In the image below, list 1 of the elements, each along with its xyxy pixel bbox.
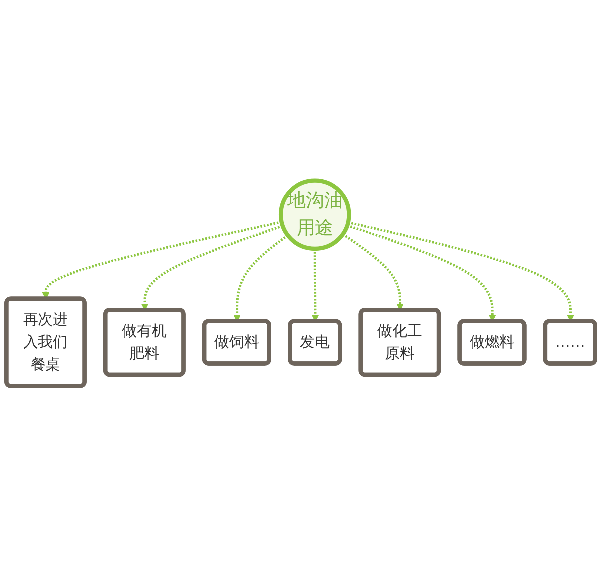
node-circle: 地沟油用途 bbox=[278, 178, 352, 252]
